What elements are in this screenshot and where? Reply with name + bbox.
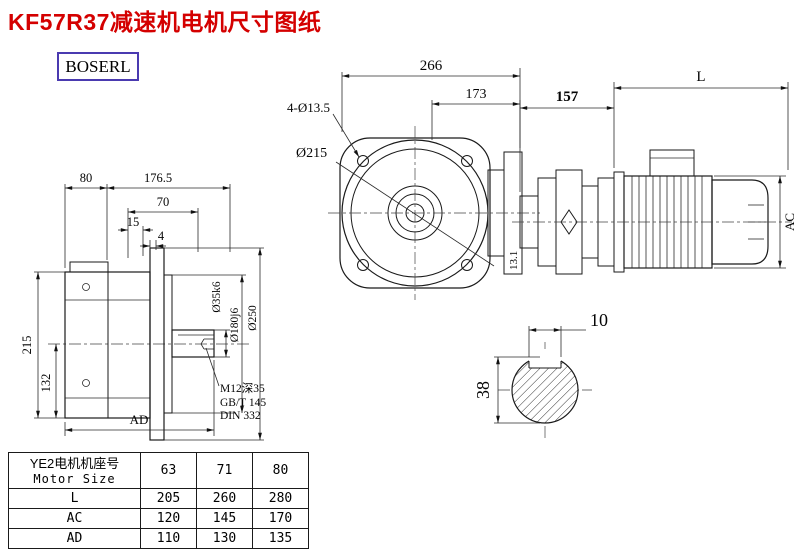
front-view: 266 173 4-Ø13.5 Ø215 13.1 bbox=[287, 58, 540, 300]
section-dimensions: 10 38 bbox=[473, 310, 608, 424]
dim-AC: AC bbox=[782, 213, 797, 231]
column-header-71: 71 bbox=[196, 452, 253, 489]
terminal-box bbox=[649, 149, 695, 177]
dim-height-215: 215 bbox=[20, 336, 34, 355]
cell-AD-80: 135 bbox=[252, 528, 309, 549]
note-tap: M12深35 bbox=[220, 381, 265, 395]
motor-view: 157 L AC bbox=[512, 69, 797, 275]
bolt-hole bbox=[357, 155, 369, 167]
table-row-AC: AC 120 145 170 bbox=[8, 508, 309, 529]
note-gbt-standard: GB/T 145 bbox=[220, 397, 266, 409]
dim-AD: AD bbox=[130, 412, 149, 427]
cell-L-71: 260 bbox=[196, 488, 253, 509]
cell-L-63: 205 bbox=[140, 488, 197, 509]
dim-157: 157 bbox=[556, 89, 579, 105]
dim-4: 4 bbox=[158, 229, 165, 243]
bolt-hole bbox=[461, 259, 473, 271]
dim-flange-dia: Ø250 bbox=[247, 305, 259, 331]
dim-shaft-dia: Ø35k6 bbox=[211, 281, 223, 313]
dim-266: 266 bbox=[420, 58, 443, 74]
motor-dimensions: 157 L AC bbox=[519, 69, 797, 269]
dim-L: L bbox=[696, 69, 705, 85]
motor-size-table: YE2电机机座号 Motor Size 63 71 80 L 205 260 2… bbox=[8, 452, 309, 549]
front-flange bbox=[339, 137, 523, 289]
front-dimensions: 266 173 4-Ø13.5 Ø215 13.1 bbox=[287, 58, 521, 270]
dim-80: 80 bbox=[80, 171, 93, 185]
gearbox-outline bbox=[64, 247, 215, 441]
dim-key-width-10: 10 bbox=[590, 310, 608, 330]
shaft-key-symbol bbox=[560, 209, 578, 235]
row-label-AC: AC bbox=[8, 508, 141, 529]
table-header-cn: YE2电机机座号 bbox=[29, 455, 120, 471]
output-shaft bbox=[171, 329, 215, 358]
page-title: KF57R37减速机电机尺寸图纸 bbox=[8, 9, 322, 35]
table-row-AD: AD 110 130 135 bbox=[8, 528, 309, 549]
dim-spigot-dia: Ø180j6 bbox=[229, 308, 241, 343]
dim-15: 15 bbox=[127, 215, 140, 229]
bolt-hole bbox=[357, 259, 369, 271]
column-header-63: 63 bbox=[140, 452, 197, 489]
dim-bolt-holes: 4-Ø13.5 bbox=[287, 100, 330, 115]
cell-L-80: 280 bbox=[252, 488, 309, 509]
table-header-row: YE2电机机座号 Motor Size 63 71 80 bbox=[8, 452, 309, 489]
dim-offset-13-1: 13.1 bbox=[508, 251, 520, 270]
cell-AC-80: 170 bbox=[252, 508, 309, 529]
side-view: 80 176.5 70 15 4 215 132 AD bbox=[20, 171, 266, 441]
front-centerlines bbox=[328, 126, 540, 300]
dim-center-height-132: 132 bbox=[39, 374, 53, 393]
table-header-en: Motor Size bbox=[33, 471, 116, 486]
row-label-AD: AD bbox=[8, 528, 141, 549]
column-header-80: 80 bbox=[252, 452, 309, 489]
dim-70: 70 bbox=[157, 195, 170, 209]
table-row-L: L 205 260 280 bbox=[8, 488, 309, 509]
dia-leader-line bbox=[335, 161, 495, 267]
table-header-cell: YE2电机机座号 Motor Size bbox=[8, 452, 141, 489]
dim-173: 173 bbox=[466, 87, 487, 102]
dim-176-5: 176.5 bbox=[144, 171, 172, 185]
cell-AC-63: 120 bbox=[140, 508, 197, 529]
row-label-L: L bbox=[8, 488, 141, 509]
dim-body-dia: Ø215 bbox=[296, 146, 327, 161]
bolt-hole bbox=[461, 155, 473, 167]
cell-AD-71: 130 bbox=[196, 528, 253, 549]
dim-section-dia-38: 38 bbox=[473, 381, 493, 399]
side-dimensions: 80 176.5 70 15 4 215 132 AD bbox=[20, 171, 266, 441]
brand-logo: BOSERL bbox=[57, 52, 139, 81]
cell-AD-63: 110 bbox=[140, 528, 197, 549]
shaft-section-view: 10 38 bbox=[473, 310, 608, 440]
cell-AC-71: 145 bbox=[196, 508, 253, 529]
note-din-standard: DIN 332 bbox=[220, 410, 261, 422]
